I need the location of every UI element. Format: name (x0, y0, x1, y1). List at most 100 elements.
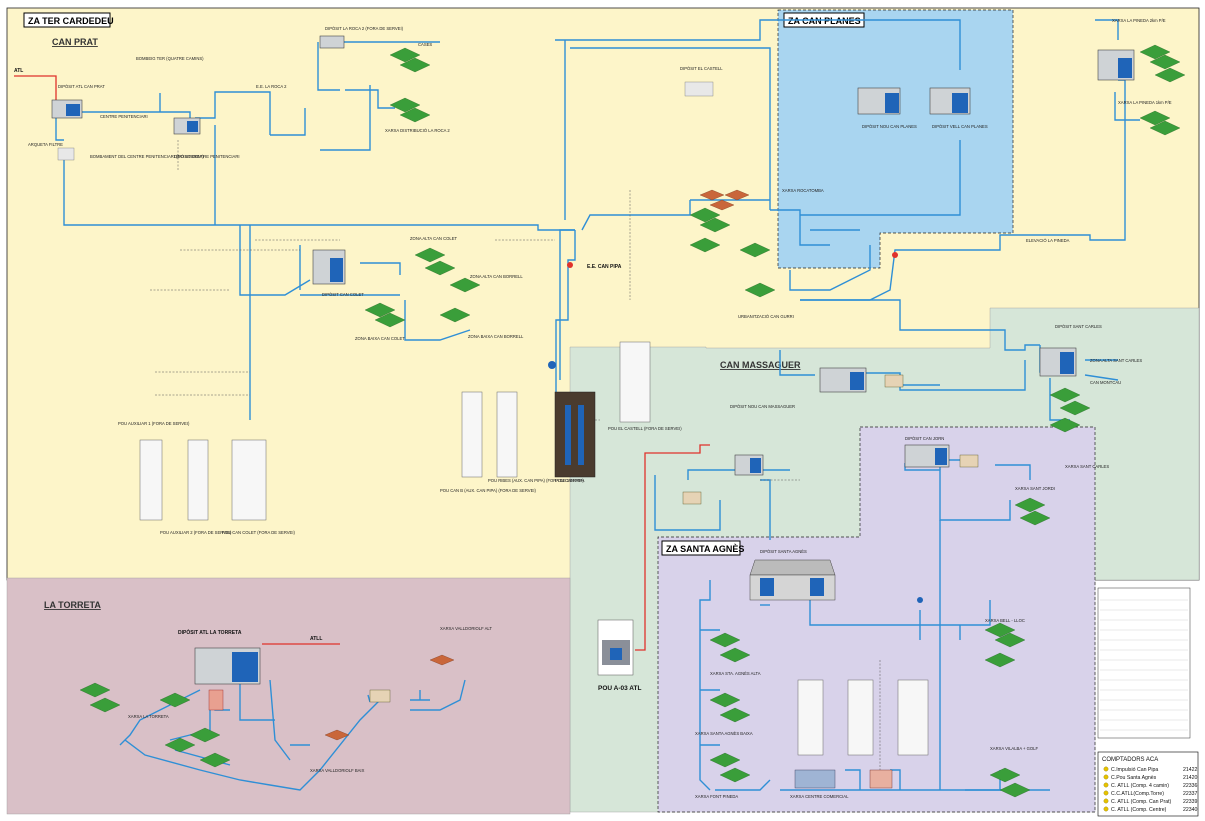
legend-row: C. ATLL (Comp. 4 camin) 22336 (1103, 782, 1198, 789)
label-diposit-la-pineda: XARXA LA PINEDA 2km P/E (1112, 18, 1166, 23)
tanks (51, 35, 1135, 685)
label-xarxa-distribucio-la-roca: XARXA DISTRIBUCIÓ LA ROCA 2 (385, 128, 450, 133)
svg-text:ZA TER CARDEDEU: ZA TER CARDEDEU (28, 16, 114, 26)
tank-can-colet (312, 249, 346, 285)
tank-atl-can-prat (51, 99, 83, 119)
zone-title-la-torreta: LA TORRETA (44, 600, 101, 610)
well-can-pipa (554, 391, 596, 478)
well-principal-sa (897, 679, 929, 756)
atl-supply-pipe (14, 75, 57, 102)
label-xarxa-santa-agnes-baixa: XARXA SANTA AGNÈS BAIXA (695, 731, 753, 736)
svg-text:C. ATLL (Comp. Can Prat): C. ATLL (Comp. Can Prat) (1111, 799, 1172, 805)
label-xarxa-sant-carles: XARXA SANT CARLES (1065, 464, 1109, 469)
label-cases: CASES (418, 42, 432, 47)
label-xarxa-la-pineda: XARXA LA PINEDA 1km P/E (1118, 100, 1172, 105)
zone-torreta-bg (6, 577, 571, 815)
zone-title-santa-agnes: ZA SANTA AGNÈS (661, 540, 744, 556)
label-bombament-centre: BOMBAMENT DEL CENTRE PENITENCIARI (NO SO… (90, 154, 204, 159)
legend-comptadors-aca: COMPTADORS ACA C.Impulsió Can Pipa 21422… (1097, 751, 1199, 817)
label-xarxa-vallderiolf-baix: XARXA VALLDORIOLF BAIX (310, 768, 365, 773)
tank-nou-can-planes (857, 87, 901, 115)
zone-title-can-massaguer: CAN MASSAGUER (720, 360, 801, 370)
legend-row: C.Impulsió Can Pipa 21422 (1103, 766, 1198, 773)
diagram-labels: ATL DIPÒSIT ATL CAN PRAT ARQUETA FILTRE … (14, 18, 1172, 799)
legend-row: C. ATLL (Comp. Can Prat) 22339 (1103, 798, 1198, 805)
label-urbanitzacio-can-guri: URBANITZACIÓ CAN GURRI (738, 314, 794, 319)
tank-santa-agnes (749, 559, 836, 601)
legend-row: C.C.ATLL(Comp.Torre) 22337 (1103, 790, 1198, 797)
svg-text:22339: 22339 (1183, 799, 1198, 805)
label-diposit-can-colet: DIPÒSIT CAN COLET (322, 292, 364, 297)
label-xarxa-font-pineda: XARXA FONT PINEDA (695, 794, 738, 799)
label-pou-auxiliar-2: POU AUXILIAR 2 (FORA DE SERVEI) (160, 530, 232, 535)
label-ee-la-roca-2: E.E. LA ROCA 2 (256, 84, 287, 89)
label-pou-ribes: POU RIBES (AUX. CAN PIPA) (FORA DE SERVE… (488, 478, 584, 483)
atl-massaguer-pipe (635, 444, 710, 651)
zone-santa-agnes-bg (657, 426, 1096, 813)
label-xarxa-centre-comercial: XARXA CENTRE COMERCIAL (790, 794, 849, 799)
label-diposit-nou-can-planes: DIPÒSIT NOU CAN PLANES (862, 124, 917, 129)
well-ribes (496, 391, 518, 478)
legend-title: COMPTADORS ACA (1102, 757, 1158, 763)
well-can-b (461, 391, 483, 478)
svg-text:21420: 21420 (1183, 775, 1198, 781)
label-xarxa-la-torreta: XARXA LA TORRETA (128, 714, 169, 719)
label-zona-alta-sant-carles: ZONA ALTA SANT CARLES (1090, 358, 1142, 363)
svg-text:ZA SANTA AGNÈS: ZA SANTA AGNÈS (666, 544, 744, 554)
well-el-castell (619, 341, 651, 423)
well-auxiliar-sa-1 (797, 679, 824, 756)
tank-can-jorn (904, 444, 950, 468)
tank-atl-la-torreta (194, 647, 261, 685)
well-auxiliar-sa-2 (847, 679, 874, 756)
svg-text:C.Pou Santa Agnès: C.Pou Santa Agnès (1111, 775, 1157, 781)
label-diposit-vell-can-planes: DIPÒSIT VELL CAN PLANES (932, 124, 988, 129)
tank-el-castell (684, 81, 714, 97)
label-atll-torreta: ATLL (310, 636, 322, 642)
svg-text:22337: 22337 (1183, 791, 1198, 797)
label-pou-can-b: POU CAN B (AUX. CAN PIPA) (FORA DE SERVE… (440, 488, 537, 493)
label-diposit-atl-can-prat: DIPÒSIT ATL CAN PRAT (58, 84, 105, 89)
tank-sant-carles (1039, 347, 1077, 377)
tank-vell-can-planes (929, 87, 971, 115)
svg-text:C. ATLL (Comp. 4 camin): C. ATLL (Comp. 4 camin) (1111, 783, 1169, 789)
label-pou-a03-atl: POU A-03 ATL (598, 685, 641, 692)
tank-la-pineda (1097, 49, 1135, 81)
stations (57, 147, 979, 789)
label-ee-can-pipa: E.E. CAN PIPA (587, 264, 622, 270)
label-zona-baixa-can-borrell: ZONA BAIXA CAN BORRELL (468, 334, 524, 339)
label-diposit-can-jorn: DIPÒSIT CAN JORN (905, 436, 944, 441)
label-xarxa-rocatomba: XARXA ROCATOMBA (782, 188, 824, 193)
network-clusters (79, 44, 1186, 798)
label-diposit-atl-la-torreta: DIPÒSIT ATL LA TORRETA (178, 628, 242, 636)
label-xarxa-sant-jordi: XARXA SANT JORDI (1015, 486, 1055, 491)
well-can-colet (231, 439, 267, 521)
label-can-montcau: CAN MONTCAU (1090, 380, 1121, 385)
zone-title-ter-cardedeu: ZA TER CARDEDEU (23, 12, 114, 28)
tank-can-massaguer (734, 454, 764, 476)
label-xarxa-vilalba-golf: XARXA VILALBA + GOLF (990, 746, 1039, 751)
label-diposit-sant-carles: DIPÒSIT SANT CARLES (1055, 324, 1102, 329)
label-pou-can-colet: POU CAN COLET (FORA DE SERVEI) (222, 530, 296, 535)
zone-can-planes-bg (777, 9, 1014, 269)
label-pou-can-pipa: POU CAN PIPA (555, 478, 585, 483)
label-xarxa-bell-lloc: XARXA BELL - LLOC (985, 618, 1025, 623)
label-xarxa-santa-agnes-alta: XARXA STA. AGNÈS ALTA (710, 671, 761, 676)
svg-text:C.Impulsió Can Pipa: C.Impulsió Can Pipa (1111, 767, 1158, 773)
label-zona-baixa-can-colet: ZONA BAIXA CAN COLET (355, 336, 405, 341)
label-atl: ATL (14, 68, 23, 74)
svg-text:21422: 21422 (1183, 767, 1198, 773)
legend-row: C.Pou Santa Agnès 21420 (1103, 774, 1198, 781)
svg-text:C.C.ATLL(Comp.Torre): C.C.ATLL(Comp.Torre) (1111, 791, 1164, 797)
label-xarxa-vallderiolf-alt: XARXA VALLDORIOLF ALT (440, 626, 492, 631)
svg-text:22340: 22340 (1183, 807, 1198, 813)
label-diposit-centre: DIPÒSIT CENTRE PENITENCIARI (174, 154, 240, 159)
svg-text:ZA CAN PLANES: ZA CAN PLANES (788, 16, 861, 26)
svg-text:22336: 22336 (1183, 783, 1198, 789)
label-bombeig-ter: BOMBEIG TER (QUATRE CAMINS) (136, 56, 204, 61)
notes-table (1097, 587, 1191, 739)
tank-la-roca-2 (319, 35, 345, 49)
label-centre-penitenciari: CENTRE PENITENCIARI (100, 114, 148, 119)
label-diposit-la-roca-2: DIPÒSIT LA ROCA 2 (FORA DE SERVEI) (325, 26, 404, 31)
well-auxiliar-1 (139, 439, 163, 521)
